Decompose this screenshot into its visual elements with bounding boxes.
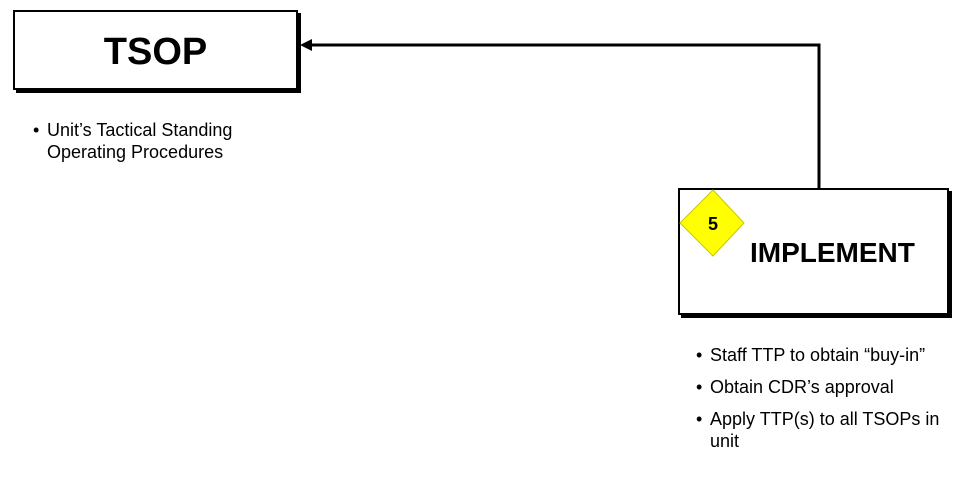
implement-bullet-list: Staff TTP to obtain “buy-in” Obtain CDR’…: [696, 344, 951, 462]
step-diamond-icon: [679, 189, 745, 257]
implement-title: IMPLEMENT: [750, 237, 915, 268]
implement-bullet-apply: Apply TTP(s) to all TSOPs in unit: [696, 408, 951, 452]
tsop-title: TSOP: [103, 31, 208, 73]
implement-box: 5 IMPLEMENT: [678, 188, 949, 315]
tsop-bullet: Unit’s Tactical Standing Operating Proce…: [33, 119, 313, 163]
step-number: 5: [707, 214, 718, 234]
implement-bullet-approval: Obtain CDR’s approval: [696, 376, 951, 398]
tsop-bullet-list: Unit’s Tactical Standing Operating Proce…: [33, 119, 313, 163]
implement-bullet-buy-in: Staff TTP to obtain “buy-in”: [696, 344, 951, 366]
tsop-box: TSOP: [13, 10, 298, 90]
